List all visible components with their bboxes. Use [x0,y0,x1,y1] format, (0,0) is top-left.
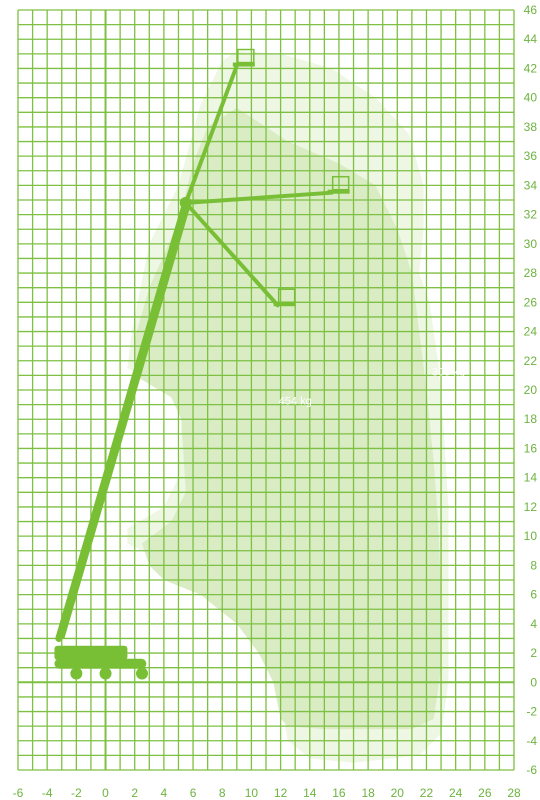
y-tick-label: 18 [524,412,538,426]
y-tick-label: -2 [526,705,537,719]
y-tick-label: 36 [524,149,538,163]
x-tick-label: 14 [303,786,317,800]
y-tick-label: 26 [524,295,538,309]
y-tick-label: 2 [530,646,537,660]
y-tick-label: -4 [526,734,537,748]
zone-label: 300 kg [432,366,465,378]
jib-arm [183,200,280,308]
x-tick-label: 2 [131,786,138,800]
main-boom [55,199,190,642]
y-tick-label: 24 [524,325,538,339]
y-tick-label: 10 [524,529,538,543]
y-tick-label: 16 [524,441,538,455]
zone-labels: 300 kg 454 kg [279,366,465,407]
y-tick-label: 12 [524,500,538,514]
y-tick-label: 22 [524,354,538,368]
y-tick-label: -6 [526,763,537,777]
y-tick-label: 20 [524,383,538,397]
undercarriage [54,658,147,669]
jib-arm [183,190,334,205]
y-tick-label: 46 [524,3,538,17]
y-tick-label: 32 [524,208,538,222]
y-tick-label: 42 [524,61,538,75]
platform-railing [331,175,350,191]
platform-railing [237,48,255,64]
wheel [136,667,148,680]
x-tick-label: 4 [161,786,168,800]
chassis [54,645,128,660]
x-tick-label: 20 [391,786,405,800]
x-tick-label: -2 [71,786,82,800]
x-tick-label: 28 [507,786,521,800]
x-tick-label: 16 [332,786,346,800]
zone-454-kg [134,107,442,730]
platform-floor [327,189,350,194]
boom-pivot [179,196,192,209]
x-tick-label: -6 [13,786,24,800]
x-tick-label: -4 [42,786,53,800]
y-tick-label: 40 [524,91,538,105]
x-tick-label: 0 [102,786,109,800]
wheel [70,667,83,680]
y-tick-label: 30 [524,237,538,251]
x-tick-label: 6 [190,786,197,800]
y-tick-label: 0 [530,675,537,689]
y-tick-label: 8 [530,558,537,572]
jib-arm [183,63,239,205]
x-tick-label: 24 [449,786,463,800]
platform-floor [232,62,255,67]
wheel [99,667,112,680]
y-tick-label: 44 [524,32,538,46]
x-tick-label: 12 [274,786,288,800]
x-tick-label: 8 [219,786,226,800]
y-tick-label: 34 [524,178,538,192]
x-tick-label: 22 [420,786,434,800]
x-tick-label: 26 [478,786,492,800]
main-boom-inner [61,202,192,639]
y-tick-label: 4 [530,617,537,631]
y-tick-label: 6 [530,588,537,602]
aerial-lift-diagram [54,48,350,680]
x-tick-label: 18 [361,786,375,800]
platform-railing [277,288,296,303]
x-tick-label: 10 [245,786,259,800]
y-tick-label: 14 [524,471,538,485]
y-tick-label: 38 [524,120,538,134]
grid-lines [17,9,515,771]
platform-floor [273,302,296,307]
zone-label: 454 kg [279,396,312,408]
y-tick-label: 28 [524,266,538,280]
